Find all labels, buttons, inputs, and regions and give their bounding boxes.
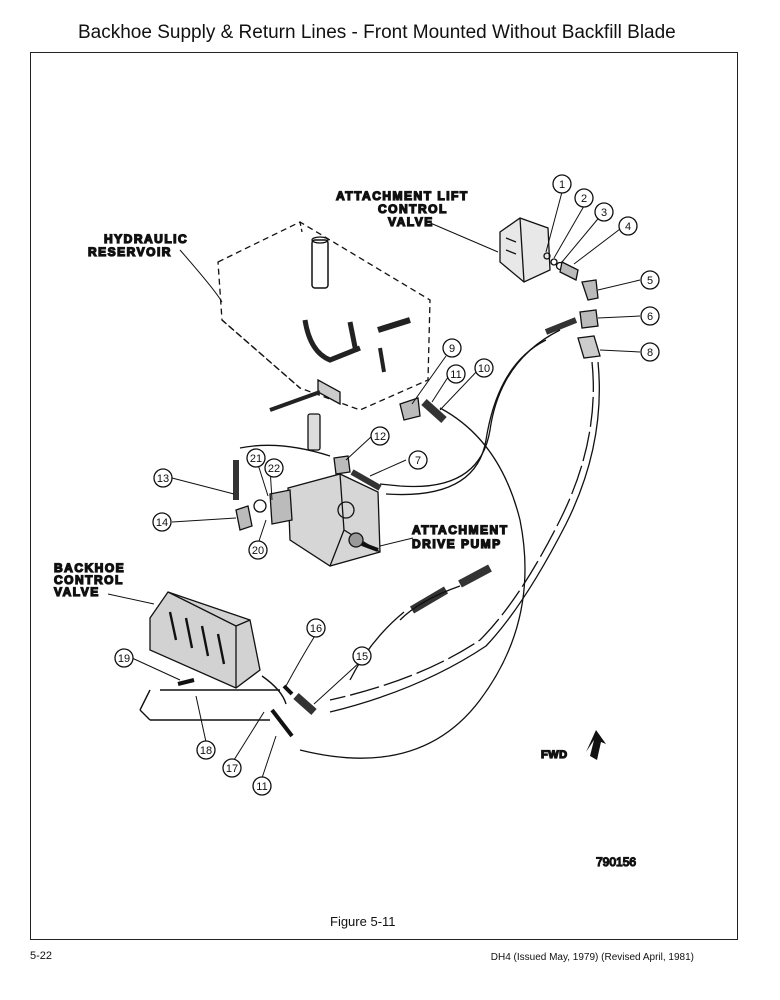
callout-number: 15 [356, 651, 368, 663]
callout-1: 1 [552, 174, 572, 194]
callout-circle [552, 174, 572, 194]
callout-11: 11 [446, 364, 466, 384]
callout-circle [246, 448, 266, 468]
label-backhoe-valve-1: BACKHOE [54, 561, 125, 575]
callout-number: 6 [647, 311, 653, 323]
callout-circle [248, 540, 268, 560]
callout-21: 21 [246, 448, 266, 468]
callout-number: 9 [449, 343, 455, 355]
callout-circle [640, 306, 660, 326]
attachment-drive-pump [253, 473, 381, 567]
callout-20: 20 [248, 540, 268, 560]
callout-3: 3 [594, 202, 614, 222]
fwd-label: FWD [541, 749, 568, 761]
callout-16: 16 [306, 618, 326, 638]
callout-number: 19 [118, 653, 130, 665]
callout-number: 7 [415, 455, 421, 467]
label-pump-2: DRIVE PUMP [412, 537, 502, 551]
callout-8: 8 [640, 342, 660, 362]
callout-circle [153, 468, 173, 488]
callout-circle [370, 426, 390, 446]
callout-number: 11 [256, 781, 267, 793]
callout-9: 9 [442, 338, 462, 358]
callout-circle [618, 216, 638, 236]
page-title: Backhoe Supply & Return Lines - Front Mo… [78, 22, 676, 43]
hose-lines [233, 329, 600, 759]
callout-number: 18 [200, 745, 212, 757]
callout-number: 3 [601, 207, 607, 219]
label-lift-valve-2: CONTROL [378, 202, 448, 216]
callout-6: 6 [640, 306, 660, 326]
hydraulic-reservoir [217, 221, 431, 451]
label-backhoe-valve-3: VALVE [54, 585, 100, 599]
callout-number: 5 [647, 275, 653, 287]
callout-circle [640, 342, 660, 362]
callout-circle [252, 776, 272, 796]
drawing-number: 790156 [596, 855, 636, 869]
callout-17: 17 [222, 758, 242, 778]
callout-circle [264, 458, 284, 478]
callout-13: 13 [153, 468, 173, 488]
fwd-arrow-icon [586, 730, 606, 760]
label-lift-valve-3: VALVE [388, 215, 434, 229]
callout-circle [640, 270, 660, 290]
callout-number: 16 [310, 623, 322, 635]
callout-number: 8 [647, 347, 653, 359]
page-number: 5-22 [30, 950, 53, 962]
callout-circle [574, 188, 594, 208]
callout-number: 11 [450, 369, 461, 381]
callout-number: 17 [226, 763, 238, 775]
callout-circle [594, 202, 614, 222]
callout-15: 15 [352, 646, 372, 666]
label-reservoir-2: RESERVOIR [88, 245, 172, 259]
footer-note: DH4 (Issued May, 1979) (Revised April, 1… [490, 952, 694, 963]
callout-19: 19 [114, 648, 134, 668]
callout-circle [114, 648, 134, 668]
callout-10: 10 [474, 358, 494, 378]
callout-11: 11 [252, 776, 272, 796]
callout-5: 5 [640, 270, 660, 290]
label-reservoir-1: HYDRAULIC [104, 232, 188, 246]
label-backhoe-valve-2: CONTROL [54, 573, 124, 587]
callout-number: 21 [250, 453, 262, 465]
callout-circle [222, 758, 242, 778]
callout-number: 22 [268, 463, 280, 475]
callout-number: 12 [374, 431, 386, 443]
figure-caption: Figure 5-11 [330, 914, 396, 929]
callout-circle [446, 364, 466, 384]
callout-number: 4 [625, 221, 631, 233]
label-pump-1: ATTACHMENT [412, 523, 509, 537]
backhoe-control-valve [139, 591, 294, 738]
callout-number: 14 [156, 517, 168, 529]
callout-4: 4 [618, 216, 638, 236]
callout-circle [474, 358, 494, 378]
callout-number: 1 [559, 179, 565, 191]
callout-number: 2 [581, 193, 587, 205]
callout-18: 18 [196, 740, 216, 760]
callout-circle [152, 512, 172, 532]
callout-14: 14 [152, 512, 172, 532]
callout-circle [442, 338, 462, 358]
callout-22: 22 [264, 458, 284, 478]
callout-7: 7 [408, 450, 428, 470]
callout-number: 20 [252, 545, 264, 557]
callout-circle [196, 740, 216, 760]
callout-number: 13 [157, 473, 169, 485]
callout-12: 12 [370, 426, 390, 446]
callout-circle [306, 618, 326, 638]
figure-frame [30, 52, 738, 940]
label-lift-valve-1: ATTACHMENT LIFT [336, 189, 469, 203]
callout-number: 10 [478, 363, 490, 375]
callout-2: 2 [574, 188, 594, 208]
callout-circle [408, 450, 428, 470]
lift-control-valve [499, 217, 601, 359]
callout-circle [352, 646, 372, 666]
